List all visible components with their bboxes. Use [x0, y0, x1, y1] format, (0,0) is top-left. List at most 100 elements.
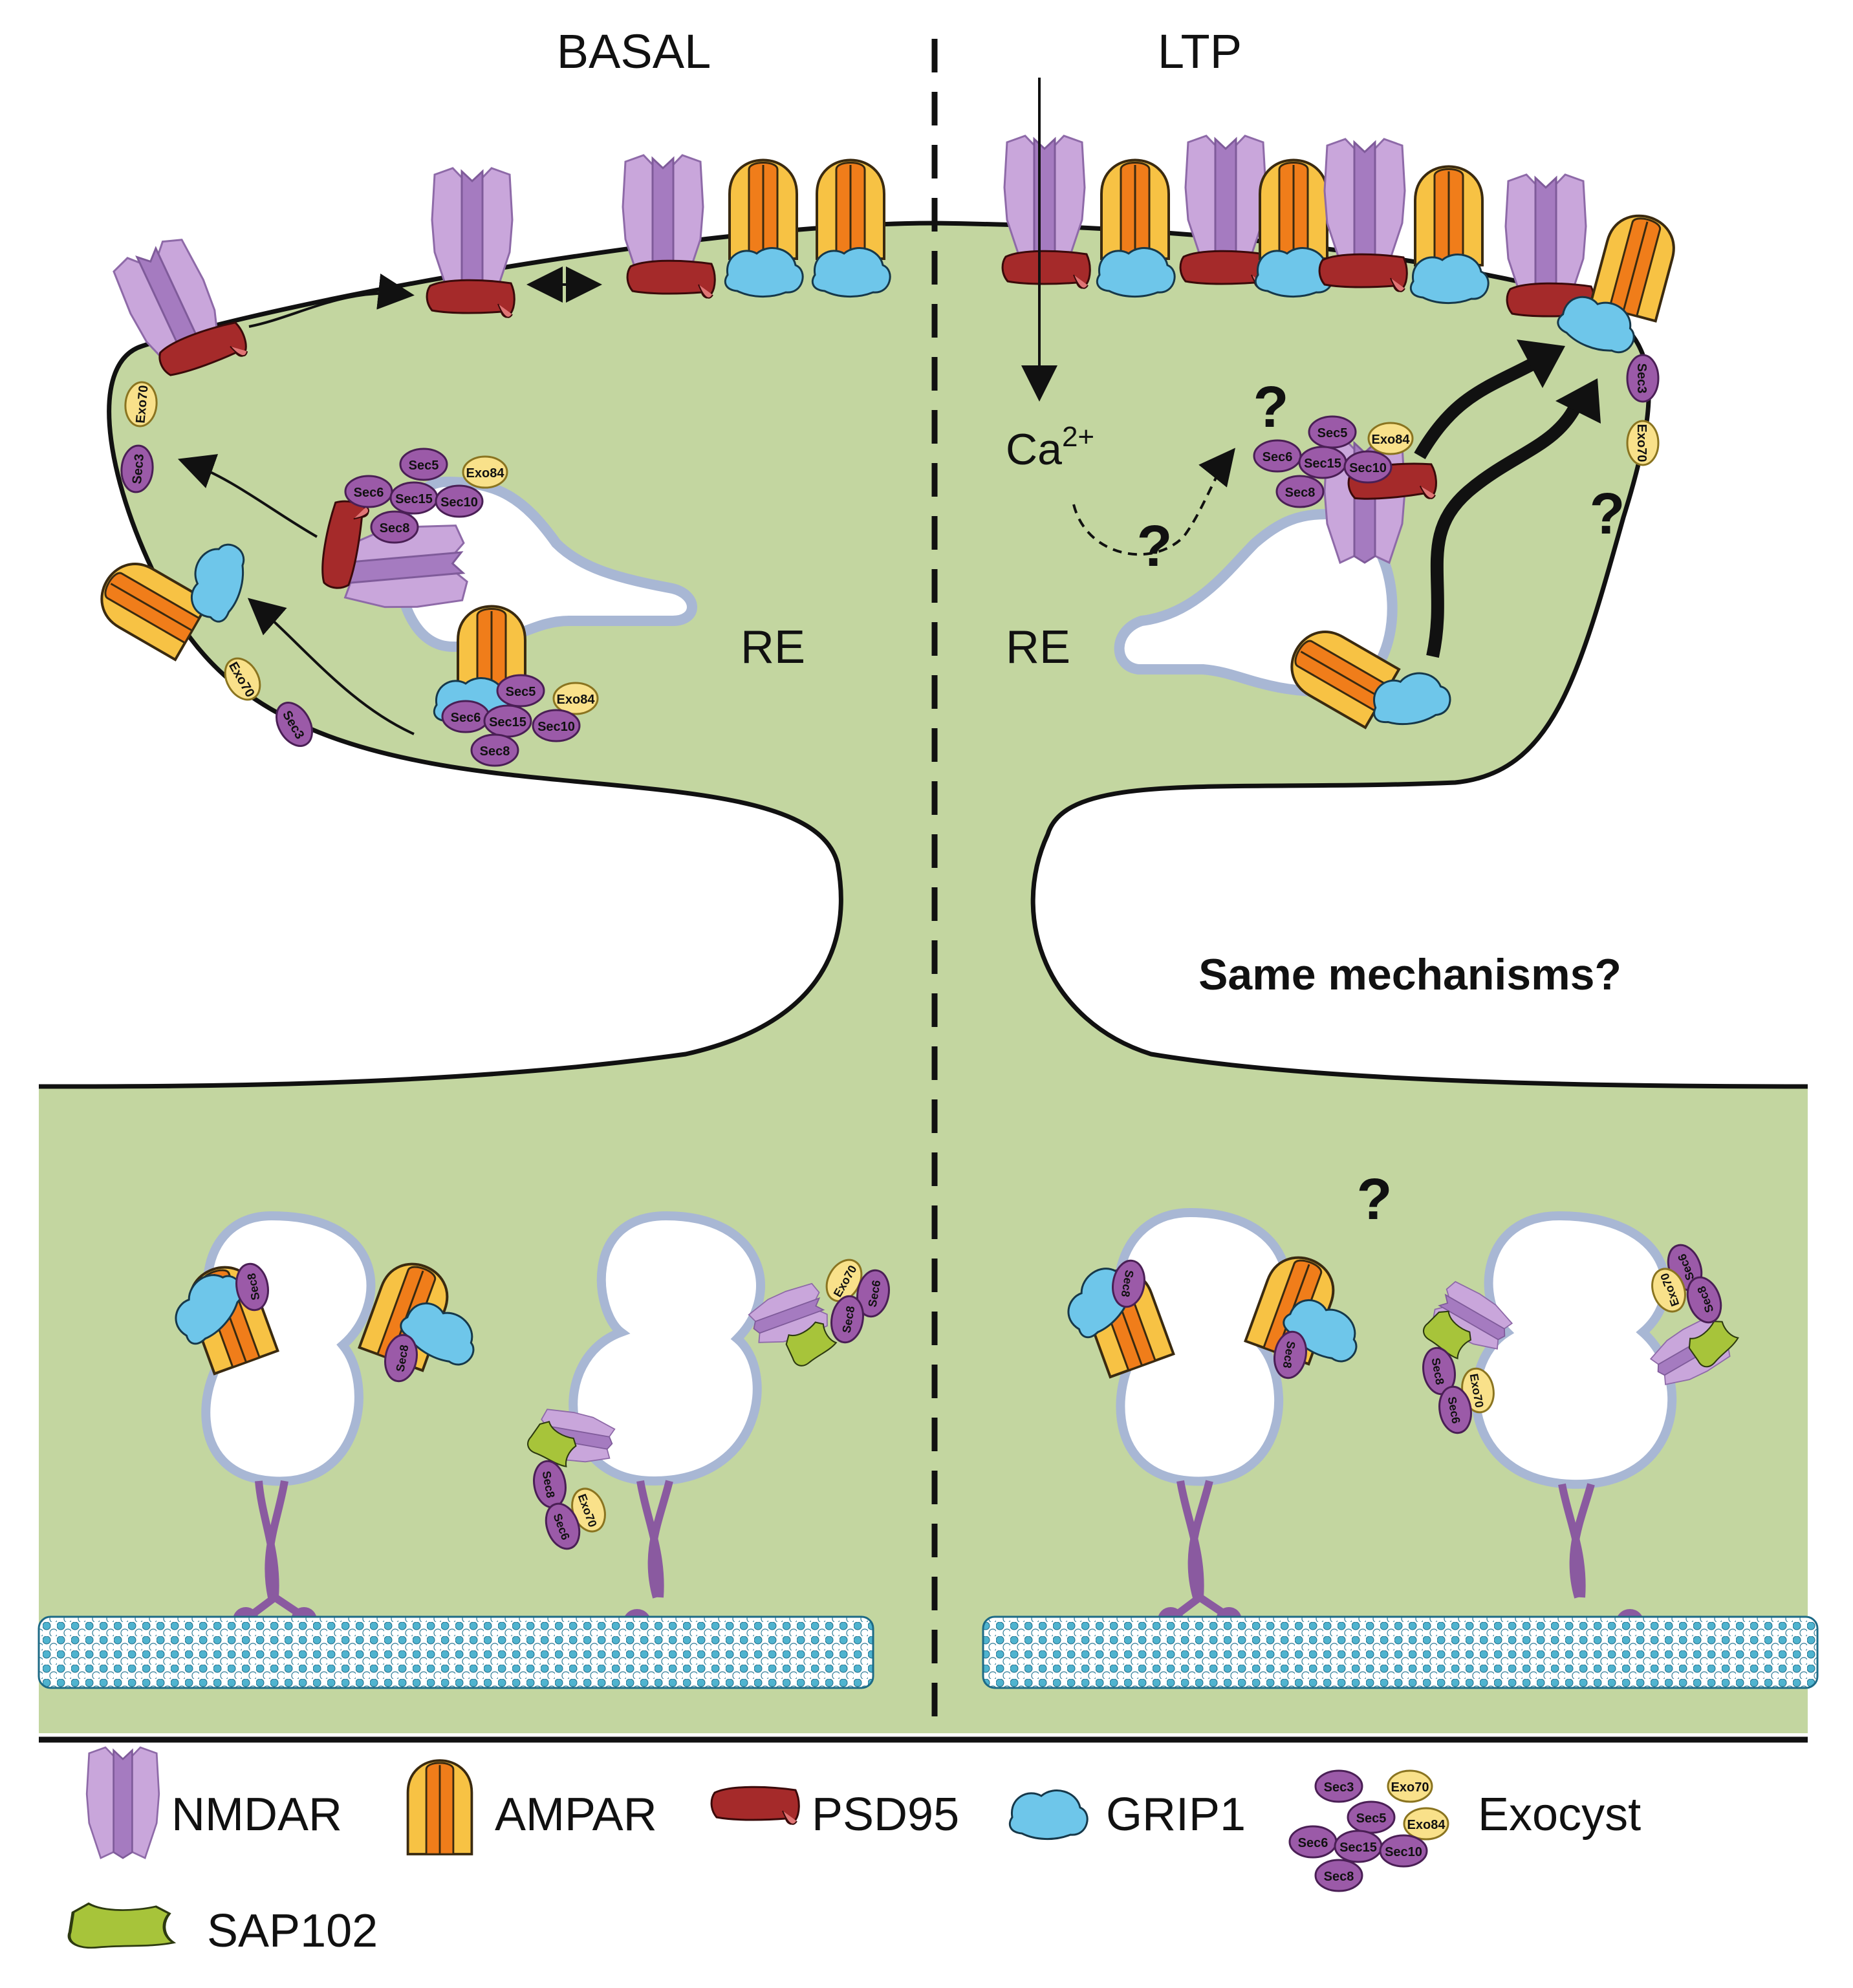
psd95-ltp-3: [1318, 253, 1408, 293]
nmdar-ltp-3: [1323, 138, 1406, 263]
exo70-vesicle-ltp-2b: Exo70: [1645, 1263, 1692, 1317]
svg-text:Exo84: Exo84: [1372, 433, 1411, 447]
exo70-vesicle-basal-2b: Exo70: [565, 1483, 612, 1537]
vesicle-basal-2: [569, 1211, 765, 1486]
nmdar-basal-2: [431, 167, 514, 292]
exocyst-cluster-right: Sec5 Exo84 Sec6 Sec15 Sec10 Sec8: [1253, 415, 1414, 508]
legend-grip1-label: GRIP1: [1106, 1789, 1246, 1841]
svg-text:Sec10: Sec10: [1385, 1845, 1422, 1859]
exocyst-cluster-left-top: Sec5 Exo84 Sec6 Sec15 Sec10 Sec8: [344, 448, 508, 544]
legend-ampar-label: AMPAR: [495, 1789, 657, 1841]
grip1-ltp-3: [1409, 254, 1490, 305]
psd95-basal-2: [426, 279, 515, 319]
sec8-vesicle-ltp-1a: Sec8: [1108, 1257, 1149, 1311]
grip1-ltp-1: [1096, 247, 1176, 298]
sec3-lower-left: Sec3: [268, 695, 321, 753]
nmdar-ltp-2: [1184, 135, 1267, 260]
svg-text:Sec3: Sec3: [1324, 1780, 1354, 1795]
legend-exocyst-icon: Sec3 Exo70 Sec5 Exo84 Sec6 Sec15 Sec10 S…: [1288, 1769, 1449, 1892]
grip1-basal-1: [724, 247, 804, 298]
exo70-membrane-right: Exo70: [1626, 420, 1660, 466]
legend-sap102-icon: [69, 1904, 173, 1948]
legend-nmdar-icon: [85, 1746, 160, 1859]
sec8-vesicle-basal-2b: Sec8: [529, 1457, 570, 1511]
sec3-membrane-left: Sec3: [118, 443, 156, 495]
left-membrane: [38, 221, 935, 1089]
legend-sap102-label: SAP102: [207, 1905, 378, 1957]
exocyst-cluster-left-bottom: Sec5 Exo84 Sec6 Sec15 Sec10 Sec8: [441, 674, 599, 767]
microtubule-basal: [38, 1615, 874, 1689]
sec3-membrane-right: Sec3: [1626, 354, 1660, 403]
arrow-to-exocyst-top: [177, 454, 318, 538]
nmdar-ltp-4: [1504, 173, 1587, 299]
sec8-vesicle-ltp-1b: Sec8: [1270, 1328, 1311, 1382]
svg-text:Exo84: Exo84: [1407, 1818, 1446, 1832]
arrow-ca-dashed: [1072, 448, 1235, 556]
ampar-ltp-1: [1100, 158, 1170, 260]
same-mechanisms-question: Same mechanisms?: [1198, 950, 1621, 999]
exo70-vesicle-basal-2a: Exo70: [818, 1253, 870, 1308]
svg-text:Sec3: Sec3: [130, 453, 147, 484]
svg-text:Exo70: Exo70: [133, 385, 151, 424]
svg-text:Sec8: Sec8: [1285, 486, 1316, 500]
arrow-thick-exocyst-to-membrane: [1414, 356, 1539, 460]
sec6-vesicle-basal-2a: Sec6: [852, 1266, 894, 1321]
sec6-vesicle-ltp-2a: Sec6: [1435, 1383, 1476, 1437]
legend: NMDAR AMPAR PSD95 GRIP1 Sec3 Exo70 Sec5 …: [69, 1746, 1641, 1957]
svg-text:Sec5: Sec5: [1356, 1811, 1387, 1826]
sec8-vesicle-basal-2a: Sec8: [827, 1292, 868, 1346]
svg-text:Sec10: Sec10: [1349, 461, 1387, 475]
nmdar-ltp-1: [1003, 135, 1086, 260]
sec8-vesicle-ltp-2b: Sec8: [1680, 1271, 1728, 1328]
motor-basal-2: [636, 1480, 673, 1599]
legend-exocyst-label: Exocyst: [1478, 1789, 1641, 1841]
psd95-ltp-1: [1001, 250, 1091, 290]
svg-text:Sec5: Sec5: [409, 459, 439, 473]
ampar-ltp-2: [1259, 158, 1328, 260]
svg-text:Exo70: Exo70: [1391, 1780, 1429, 1795]
svg-text:Sec15: Sec15: [1304, 457, 1341, 471]
svg-text:Sec10: Sec10: [440, 495, 478, 510]
svg-text:Exo84: Exo84: [557, 693, 596, 707]
svg-text:Sec15: Sec15: [489, 715, 526, 729]
arrowhead-thick-1: [1517, 340, 1565, 388]
re-right-label: RE: [1006, 621, 1070, 673]
arrow-to-ampar-left: [247, 598, 415, 735]
qmark-exocyst-ltp: ?: [1253, 375, 1289, 440]
sec8-vesicle-ltp-2a: Sec8: [1418, 1344, 1460, 1398]
ampar-basal-1: [728, 158, 798, 260]
motor-ltp-2: [1558, 1483, 1595, 1599]
svg-text:Sec6: Sec6: [451, 711, 481, 725]
nmdar-basal-3: [622, 154, 704, 279]
ampar-basal-2: [816, 158, 885, 260]
svg-text:Sec6: Sec6: [354, 486, 384, 500]
microtubule-ltp: [982, 1615, 1819, 1689]
legend-psd95-label: PSD95: [812, 1789, 959, 1841]
left-spine-head: [39, 223, 935, 1733]
qmark-ca: ?: [1137, 514, 1173, 579]
arrow-thick-ampar-to-membrane: [1426, 398, 1585, 658]
svg-text:Sec5: Sec5: [506, 685, 536, 699]
calcium-label: Ca2+: [1006, 421, 1094, 474]
svg-text:Sec8: Sec8: [380, 521, 410, 535]
ltp-title: LTP: [1158, 25, 1242, 78]
arrow-nmdar-to-surface: [248, 273, 415, 328]
svg-text:Sec6: Sec6: [1298, 1836, 1328, 1850]
arrowhead-thick-2: [1555, 378, 1601, 424]
legend-nmdar-label: NMDAR: [171, 1789, 342, 1841]
exo70-membrane-left: Exo70: [122, 380, 160, 429]
re-left-label: RE: [741, 621, 805, 673]
svg-text:Sec10: Sec10: [537, 720, 575, 734]
psd95-basal-3: [626, 259, 716, 299]
svg-text:Exo84: Exo84: [466, 466, 505, 481]
svg-text:Sec3: Sec3: [1634, 363, 1649, 394]
legend-psd95-icon: [710, 1786, 800, 1826]
qmark-ampar-ltp: ?: [1590, 482, 1625, 546]
svg-text:Sec15: Sec15: [1339, 1841, 1377, 1855]
sec8-vesicle-basal-1a: Sec8: [232, 1260, 273, 1314]
sec8-vesicle-basal-1b: Sec8: [380, 1331, 422, 1385]
svg-text:Sec8: Sec8: [480, 744, 510, 759]
basal-title: BASAL: [557, 25, 711, 78]
svg-text:Sec15: Sec15: [395, 492, 433, 506]
